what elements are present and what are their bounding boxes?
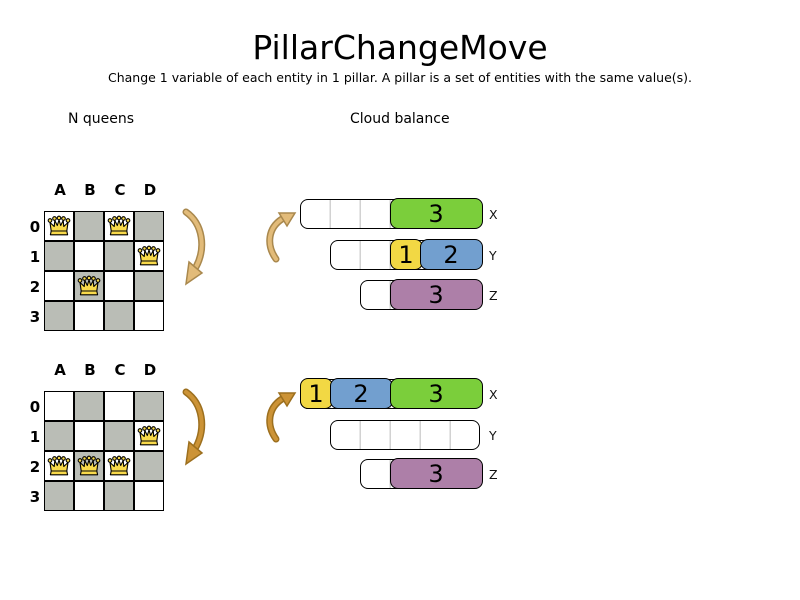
- board-cell-D0: [134, 211, 164, 241]
- board-cell-C0: [104, 211, 134, 241]
- queen-icon: [106, 453, 132, 479]
- board-cell-A3: [44, 301, 74, 331]
- move-arrow-nqueens-icon: [182, 208, 206, 286]
- column-label: A: [54, 361, 66, 379]
- board-cell-D1: [134, 421, 164, 451]
- board-cell-B2: [74, 451, 104, 481]
- column-label: D: [143, 361, 157, 379]
- nqueens-section-label: N queens: [68, 111, 135, 127]
- process-block: 2: [329, 378, 393, 409]
- board-cell-A0: [44, 391, 74, 421]
- queen-icon: [76, 273, 102, 299]
- board-cell-C0: [104, 391, 134, 421]
- computer-bar-z: 3: [360, 458, 483, 489]
- process-block: 2: [419, 239, 483, 270]
- queen-icon: [76, 453, 102, 479]
- board-cell-D1: [134, 241, 164, 271]
- board-cell-C1: [104, 241, 134, 271]
- row-label: 1: [29, 248, 41, 266]
- board-cell-B0: [74, 211, 104, 241]
- computer-bar-x: 3: [300, 198, 483, 229]
- board-cell-C2: [104, 271, 134, 301]
- column-label: D: [143, 181, 157, 199]
- computer-label-z: Z: [489, 467, 498, 482]
- computer-label-x: X: [489, 207, 498, 222]
- board-cell-C3: [104, 301, 134, 331]
- process-block: 1: [299, 378, 333, 409]
- cloudbalance-section-label: Cloud balance: [350, 111, 450, 127]
- page-title: PillarChangeMove: [252, 28, 548, 67]
- queen-icon: [106, 213, 132, 239]
- computer-label-y: Y: [489, 248, 497, 263]
- row-label: 3: [29, 308, 41, 326]
- computer-label-x: X: [489, 387, 498, 402]
- page-subtitle: Change 1 variable of each entity in 1 pi…: [107, 70, 693, 85]
- board-cell-D2: [134, 271, 164, 301]
- move-arrow-cloud-icon: [266, 212, 297, 263]
- row-label: 0: [29, 398, 41, 416]
- board-cell-B1: [74, 421, 104, 451]
- queen-icon: [46, 213, 72, 239]
- computer-label-z: Z: [489, 288, 498, 303]
- process-block: 3: [389, 378, 483, 409]
- computer-label-y: Y: [489, 428, 497, 443]
- board-cell-D3: [134, 301, 164, 331]
- process-block: 3: [389, 458, 483, 489]
- queen-icon: [46, 453, 72, 479]
- board-cell-B3: [74, 481, 104, 511]
- board-cell-D2: [134, 451, 164, 481]
- move-arrow-cloud-after-icon: [266, 392, 297, 443]
- row-label: 2: [29, 278, 41, 296]
- board-cell-A2: [44, 451, 74, 481]
- column-label: B: [84, 361, 96, 379]
- board-cell-C1: [104, 421, 134, 451]
- board-cell-B1: [74, 241, 104, 271]
- board-cell-B3: [74, 301, 104, 331]
- board-cell-D3: [134, 481, 164, 511]
- process-block: 1: [389, 239, 423, 270]
- board-cell-B0: [74, 391, 104, 421]
- queen-icon: [136, 243, 162, 269]
- board-corner: [25, 182, 45, 198]
- column-label: B: [84, 181, 96, 199]
- computer-bar-z: 3: [360, 279, 483, 310]
- board-cell-C3: [104, 481, 134, 511]
- row-label: 0: [29, 218, 41, 236]
- row-label: 3: [29, 488, 41, 506]
- column-label: A: [54, 181, 66, 199]
- column-label: C: [114, 181, 126, 199]
- move-arrow-nqueens-after-icon: [182, 388, 206, 466]
- board-cell-D0: [134, 391, 164, 421]
- process-block: 3: [389, 198, 483, 229]
- row-label: 1: [29, 428, 41, 446]
- process-block: 3: [389, 279, 483, 310]
- board-cell-B2: [74, 271, 104, 301]
- board-corner: [25, 362, 45, 378]
- queen-icon: [136, 423, 162, 449]
- row-label: 2: [29, 458, 41, 476]
- board-cell-A2: [44, 271, 74, 301]
- board-cell-A1: [44, 421, 74, 451]
- board-cell-A0: [44, 211, 74, 241]
- board-cell-A3: [44, 481, 74, 511]
- board-cell-C2: [104, 451, 134, 481]
- board-cell-A1: [44, 241, 74, 271]
- column-label: C: [114, 361, 126, 379]
- computer-bar-y: [330, 420, 480, 450]
